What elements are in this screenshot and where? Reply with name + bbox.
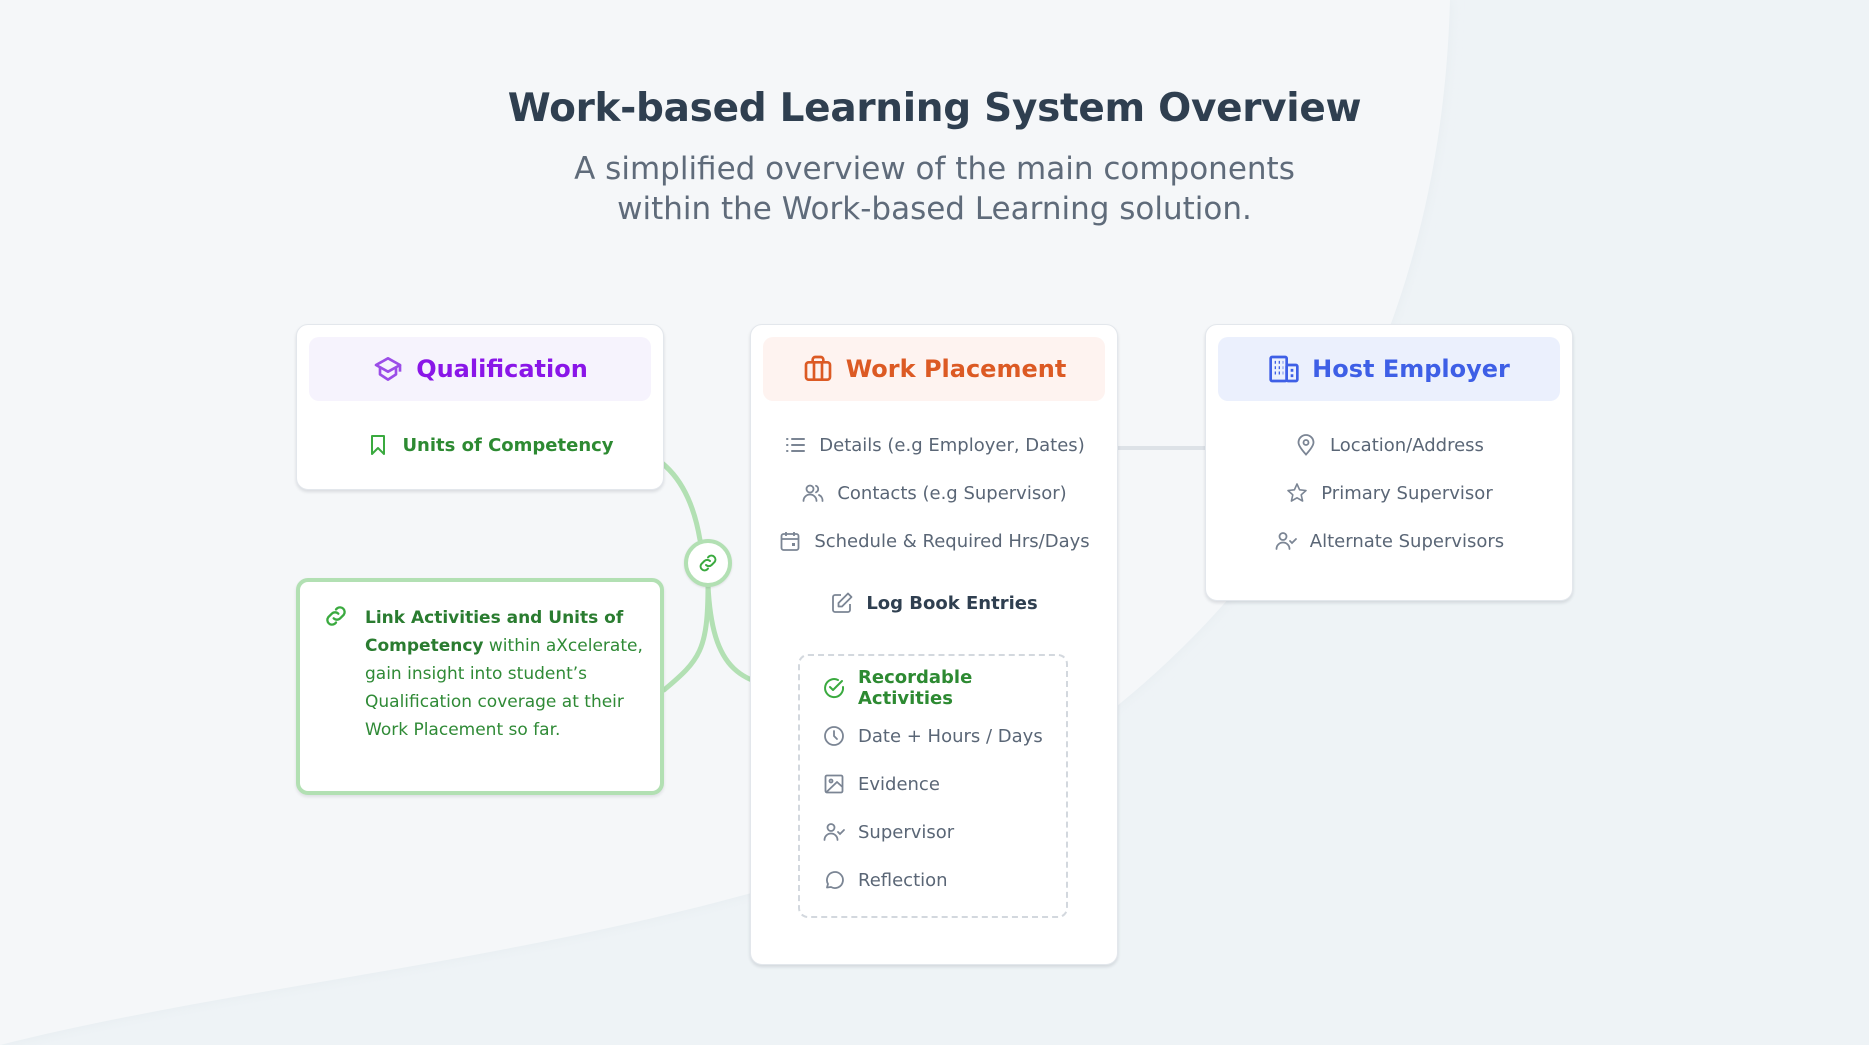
host-employer-title: Host Employer — [1312, 355, 1510, 383]
link-node[interactable] — [684, 539, 732, 587]
activity-supervisor[interactable]: Supervisor — [800, 808, 1066, 856]
activity-supervisor-label: Supervisor — [858, 821, 955, 843]
wp-item-contacts-label: Contacts (e.g Supervisor) — [837, 482, 1067, 504]
building-icon — [1269, 355, 1299, 383]
activity-recordable-label: Recordable Activities — [858, 667, 973, 709]
map-pin-icon — [1297, 434, 1315, 456]
edit-icon — [832, 592, 853, 613]
recordable-activities-group: Recordable Activities Date + Hours / Day… — [798, 654, 1068, 918]
activity-reflection-label: Reflection — [858, 869, 948, 891]
wp-item-details[interactable]: Details (e.g Employer, Dates) — [751, 421, 1117, 469]
qualification-title: Qualification — [416, 355, 588, 383]
subtitle-line-2: within the Work-based Learning solution. — [617, 191, 1252, 227]
work-placement-card: Work Placement Details (e.g Employer, Da… — [750, 324, 1118, 965]
log-book-entries[interactable]: Log Book Entries — [751, 579, 1117, 627]
host-employer-header: Host Employer — [1218, 337, 1560, 401]
bookmark-icon — [371, 435, 386, 455]
wp-item-schedule-label: Schedule & Required Hrs/Days — [814, 530, 1090, 552]
he-item-location[interactable]: Location/Address — [1206, 421, 1572, 469]
graduation-cap-icon — [374, 357, 402, 381]
link-info-text: Link Activities and Units of Competency … — [365, 604, 650, 744]
work-placement-title: Work Placement — [845, 355, 1067, 383]
users-icon — [802, 484, 824, 502]
list-icon — [786, 438, 806, 452]
link-icon — [326, 606, 346, 626]
page-title: Work-based Learning System Overview — [507, 86, 1362, 131]
qualification-card: Qualification Units of Competency — [296, 324, 664, 490]
link-icon — [699, 554, 717, 572]
he-item-primary-supervisor[interactable]: Primary Supervisor — [1206, 469, 1572, 517]
qualification-header: Qualification — [309, 337, 651, 401]
image-icon — [824, 774, 844, 794]
link-info-bold: Link Activities and Units of Competency — [365, 608, 624, 656]
host-employer-card: Host Employer Location/Address Primary S… — [1205, 324, 1573, 601]
he-item-primary-supervisor-label: Primary Supervisor — [1321, 482, 1493, 504]
clock-icon — [824, 726, 844, 746]
wp-item-schedule[interactable]: Schedule & Required Hrs/Days — [751, 517, 1117, 565]
he-item-alternate-supervisors[interactable]: Alternate Supervisors — [1206, 517, 1572, 565]
activity-date-hours[interactable]: Date + Hours / Days — [800, 712, 1066, 760]
units-of-competency-item[interactable]: Units of Competency — [297, 421, 663, 469]
user-check-icon — [1275, 532, 1297, 550]
wp-item-contacts[interactable]: Contacts (e.g Supervisor) — [751, 469, 1117, 517]
page-subtitle: A simplified overview of the main compon… — [0, 149, 1869, 229]
activity-evidence[interactable]: Evidence — [800, 760, 1066, 808]
work-placement-header: Work Placement — [763, 337, 1105, 401]
he-item-location-label: Location/Address — [1330, 434, 1484, 456]
activity-reflection[interactable]: Reflection — [800, 856, 1066, 904]
briefcase-icon — [804, 355, 832, 381]
log-book-label: Log Book Entries — [866, 592, 1038, 614]
star-icon — [1287, 483, 1308, 502]
connector-node-to-info — [661, 582, 711, 693]
link-info-card: Link Activities and Units of Competency … — [296, 578, 664, 795]
activity-recordable[interactable]: Recordable Activities — [800, 664, 1066, 712]
he-item-alternate-supervisors-label: Alternate Supervisors — [1309, 530, 1505, 552]
calendar-icon — [780, 532, 800, 551]
user-check-icon — [823, 823, 845, 841]
activity-date-hours-label: Date + Hours / Days — [858, 725, 1043, 747]
check-circle-icon — [824, 678, 845, 699]
link-info-rest: within aXcelerate, gain insight into stu… — [365, 636, 643, 740]
wp-item-details-label: Details (e.g Employer, Dates) — [819, 434, 1085, 456]
page-header: Work-based Learning System Overview A si… — [0, 86, 1869, 229]
subtitle-line-1: A simplified overview of the main compon… — [574, 151, 1295, 187]
message-circle-icon — [826, 871, 844, 889]
units-of-competency-label: Units of Competency — [402, 434, 614, 456]
activity-evidence-label: Evidence — [858, 773, 940, 795]
